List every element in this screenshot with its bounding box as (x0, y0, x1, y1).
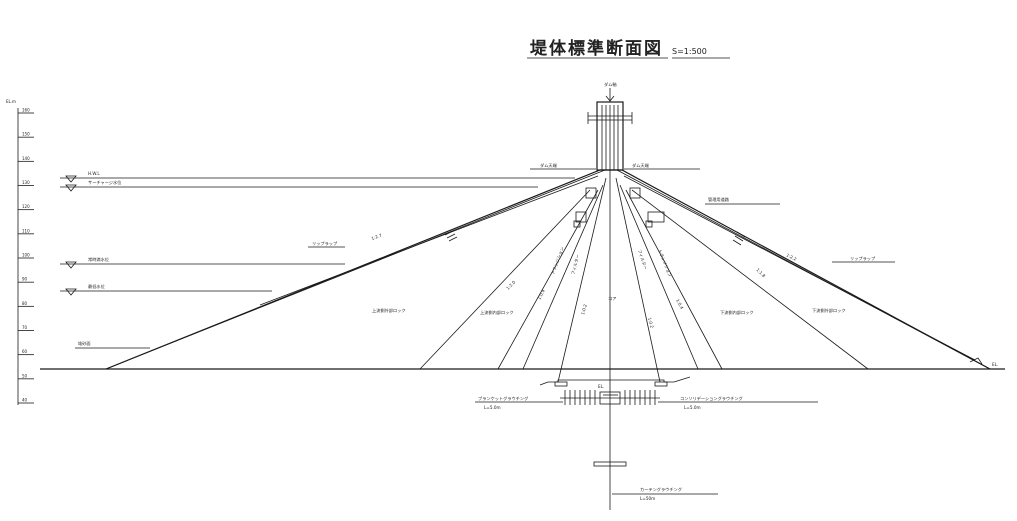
upstream-riprap-line (259, 175, 599, 306)
ruler-tick-label: 70 (22, 325, 28, 330)
water-level-label-surcharge: サーチャージ水位 (88, 179, 121, 186)
drawing-title: 堤体標準断面図 (530, 38, 663, 59)
water-mark-2 (65, 184, 77, 192)
dam-body (105, 169, 991, 387)
ruler-tick-label: 40 (22, 398, 28, 403)
curtain-grout-label: カーテングラウチング (640, 486, 682, 493)
core-label: コア (608, 296, 616, 302)
water-level-label-sediment: 堆砂面 (78, 340, 91, 347)
dn-core-boundary (615, 177, 661, 383)
slope-downstream-rock: 1:1.8 (755, 267, 766, 278)
up-transition-boundary (497, 189, 599, 370)
up-core-boundary (557, 177, 607, 383)
slope-downstream-outer: 1:2.2 (786, 252, 798, 261)
ruler-tick-label: 80 (22, 301, 28, 306)
downstream-rock-boundary (631, 189, 869, 370)
slope-up-core: 1:0.2 (580, 303, 588, 315)
ruler-tick-label: 140 (22, 156, 30, 161)
slope-up-filter: 1:0.4 (536, 288, 546, 300)
slope-dn-filter: 1:0.4 (675, 298, 685, 310)
grout-left-sub: L=5.0m (484, 405, 501, 410)
crest-structure: ダム軸 ダム天端 ダム天端 (530, 81, 700, 171)
upstream-rock-label: 上流側外部ロック (372, 307, 406, 314)
downstream-riprap-label: リップラップ (850, 256, 876, 262)
slope-dn-core: 1:0.2 (647, 317, 655, 329)
elevation-unit-label: EL.m (6, 99, 16, 104)
crest-left-label: ダム天端 (540, 162, 557, 169)
dn-transition-label: トランジション (656, 249, 673, 278)
elevation-ruler: EL.m 160 150 140 130 120 110 100 90 80 70 60 50 40 (6, 99, 34, 405)
drawing-scale: S=1:500 (672, 47, 707, 56)
ruler-tick-label: 60 (22, 349, 28, 354)
up-filter-boundary (522, 184, 604, 370)
water-level-label-normal: 常時満水位 (88, 256, 109, 263)
zone-labels: リップラップ リップラップ 管理用道路 上流側外部ロック 上流側内部ロック 下流… (308, 196, 895, 316)
dam-outline (105, 169, 991, 370)
water-level-label-hwl: H.W.L (88, 171, 100, 176)
ruler-tick-label: 130 (22, 180, 30, 185)
water-mark-4 (65, 288, 77, 296)
inspection-box-right (629, 187, 641, 199)
curtain-grout-sub: L=50m (640, 496, 655, 501)
downstream-riprap-line (623, 175, 976, 361)
dn-filter-boundary (619, 184, 699, 370)
inspection-box-left (575, 211, 587, 223)
foundation-base-note: EL. (598, 384, 604, 389)
crest-right-label: ダム天端 (632, 162, 649, 169)
dn-filter-label: フィルター (636, 248, 649, 270)
dn-transition-boundary (625, 189, 723, 370)
water-mark-3 (65, 261, 77, 269)
slope-upstream-outer: 1:2.7 (371, 232, 383, 240)
grout-right-sub: L=5.0m (684, 405, 701, 410)
ruler-tick-label: 120 (22, 204, 30, 209)
ruler-tick-label: 110 (22, 228, 30, 233)
ruler-tick-label: 100 (22, 253, 30, 258)
grout-left-label: ブランケットグラウチング (478, 395, 528, 402)
dam-axis-label: ダム軸 (604, 81, 617, 88)
berm-label: 管理用道路 (708, 196, 730, 203)
ruler-tick-label: 150 (22, 132, 30, 137)
downstream-toe-label: EL. (992, 362, 998, 367)
upstream-inner-rock-label: 上流側内部ロック (480, 309, 514, 316)
up-transition-label: トランジション (550, 246, 566, 276)
slope-upstream-rock: 1:2.0 (505, 279, 516, 290)
curtain-grout-marker (593, 461, 627, 467)
water-mark-1 (65, 175, 77, 183)
downstream-inner-rock-label: 下流側内部ロック (720, 309, 754, 316)
ruler-tick-label: 50 (22, 373, 28, 378)
slope-labels: 1:2.7 1:2.0 1:0.4 1:0.2 1:0.2 1:0.4 1:1.… (371, 232, 798, 328)
water-level-lines: H.W.L サーチャージ水位 常時満水位 最低水位 堆砂面 (60, 171, 575, 349)
up-filter-label: フィルター (569, 254, 581, 276)
grout-right-label: コンソリデーショングラウチング (680, 395, 743, 402)
downstream-rock-label: 下流側外部ロック (812, 307, 846, 314)
upstream-rock-boundary (419, 189, 591, 370)
upstream-riprap-label: リップラップ (312, 241, 338, 247)
ruler-tick-label: 90 (22, 277, 28, 282)
water-level-label-low: 最低水位 (88, 283, 105, 290)
foundation-grouting: EL. ブランケットグラウチング L=5.0m コンソリデーショングラウチング … (475, 362, 998, 501)
ruler-tick-label: 160 (22, 108, 30, 113)
